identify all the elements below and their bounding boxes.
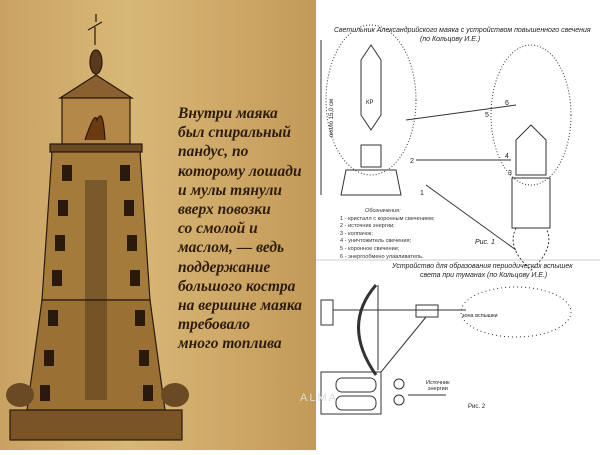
story-line: большого костра — [178, 277, 296, 295]
story-line: которому лошади — [178, 162, 302, 180]
story-line: на вершине маяка — [178, 297, 303, 315]
legend-item: 5 - коронное свечение; — [340, 245, 400, 252]
legend-title: Обозначения: — [365, 208, 401, 214]
number-label: 6 — [505, 100, 509, 107]
story-line: Внутри маяка — [178, 105, 278, 122]
story-line: маслом, — ведь — [178, 239, 285, 257]
number-label: 1 — [420, 190, 424, 197]
figure1-title: Светильник Александрийского маяка с устр… — [334, 27, 591, 34]
story-text: Внутри маяка был спиральный пандус, по к… — [178, 104, 302, 354]
legend-item: 6 - энергообмено улавливатель. — [340, 253, 424, 260]
story-line: со смолой и — [178, 220, 258, 238]
watermark: ALMA — [300, 392, 338, 404]
legend-item: 1 - кристалл с коронным свечением; — [340, 215, 435, 222]
papyrus-panel: Внутри маяка был спиральный пандус, по к… — [0, 0, 316, 450]
figure2-author: света при туманах (по Кольцову И.Е.) — [420, 272, 548, 279]
story-line: поддержание — [178, 258, 271, 276]
legend-item: 2 - источник энергии; — [340, 223, 395, 230]
diagram-panel — [316, 0, 600, 450]
flash-zone-label: зона вспышки — [462, 313, 498, 319]
legend-item: 3 - колпачок; — [340, 230, 373, 237]
figure2-title: Устройство для образования периодических… — [392, 263, 573, 270]
energy-source-line: Источник — [426, 380, 450, 386]
story-line: требовало — [178, 316, 251, 334]
number-label: 4 — [505, 153, 509, 160]
number-label: 5 — [485, 112, 489, 119]
number-label: 2 — [410, 158, 414, 165]
figure1-legend: Обозначения: 1 - кристалл с коронным све… — [340, 208, 434, 261]
diagram-drawings — [316, 24, 600, 415]
energy-source-line: энергии — [427, 386, 448, 392]
story-line: пандус, по — [178, 143, 249, 161]
figure1-author: (по Кольцову И.Е.) — [420, 36, 481, 43]
legend-item: 4 - уничтожитель свечения; — [340, 238, 412, 245]
lighthouse-illustration — [6, 14, 189, 441]
story-line: вверх повозки — [178, 201, 271, 219]
figure1-caption: Рис. 1 — [475, 239, 495, 246]
height-label: около 15,0 см — [329, 98, 336, 138]
story-line: был спиральный — [178, 124, 291, 142]
number-label: 3 — [508, 170, 512, 177]
kr-label: КР — [366, 100, 374, 106]
figure2-caption: Рис. 2 — [468, 404, 486, 410]
story-line: и мулы тянули — [178, 181, 283, 199]
story-line: много топлива — [178, 335, 282, 353]
